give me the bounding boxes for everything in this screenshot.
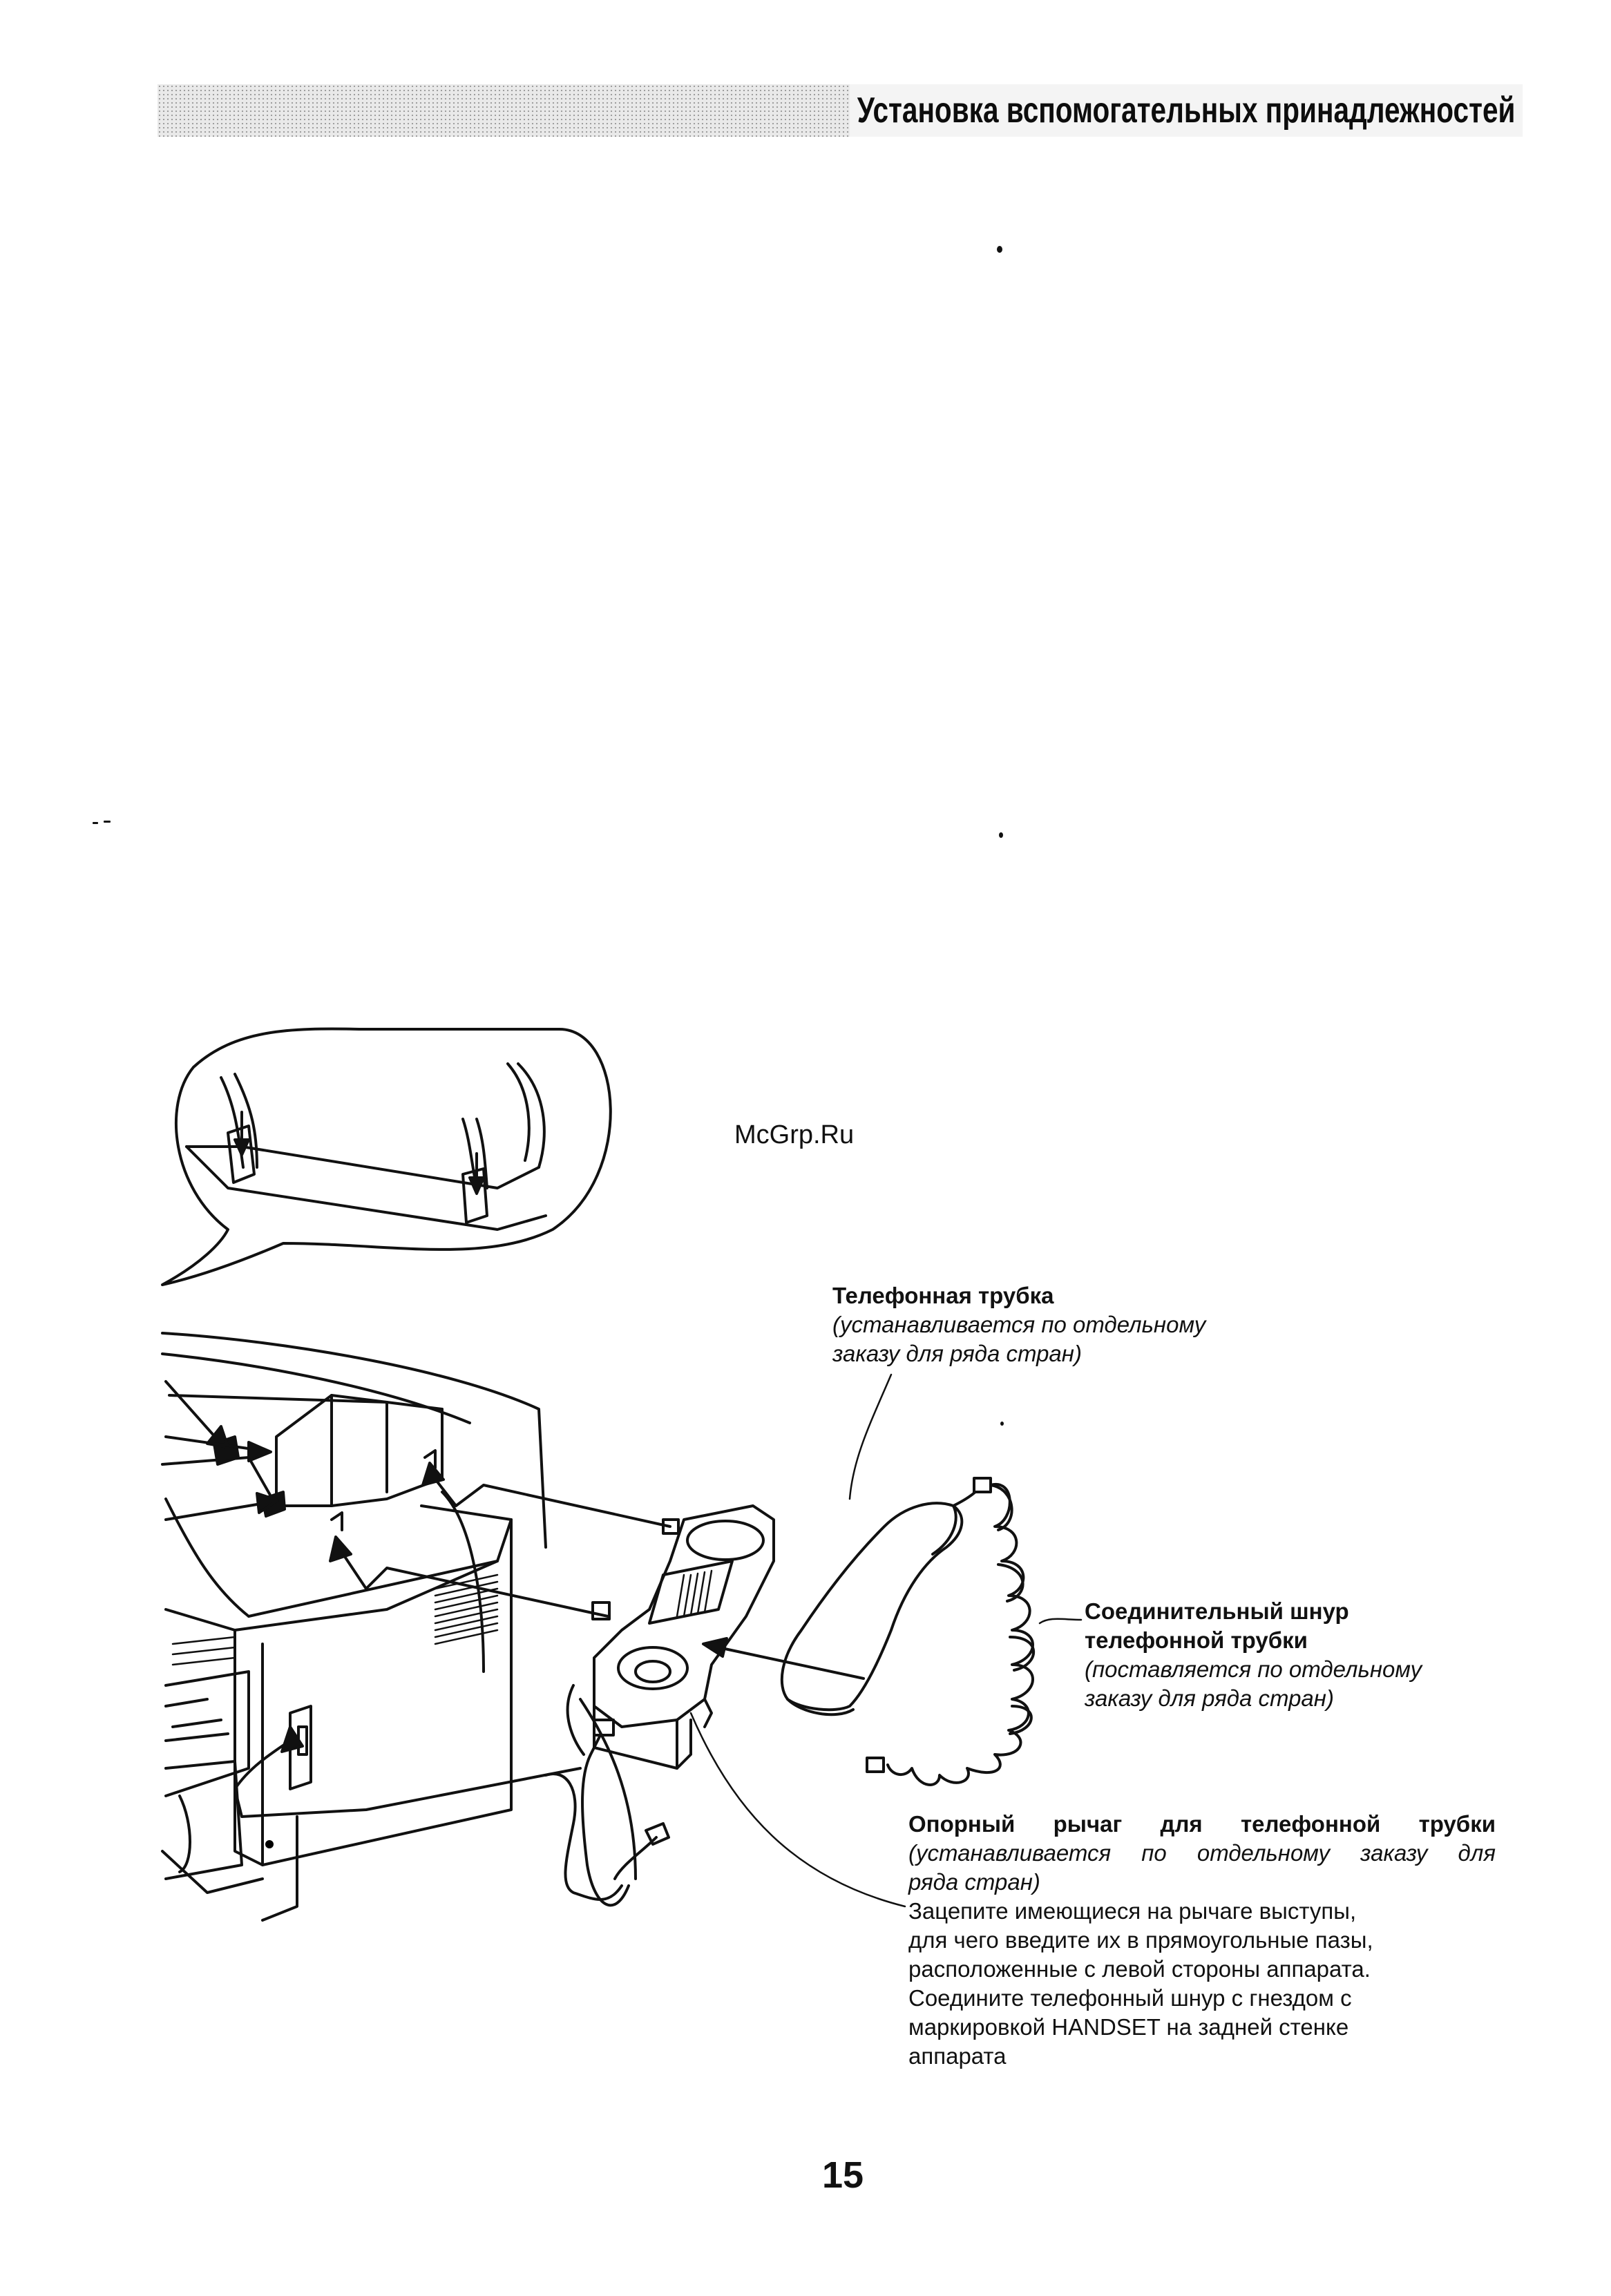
instruction-line: для чего введите их в прямоугольные пазы… [908, 1927, 1373, 1953]
handset-cord-label-note: заказу для ряда стран) [1085, 1685, 1334, 1711]
scan-speck [104, 821, 111, 823]
header-band: Установка вспомогательных принадлежносте… [158, 84, 1523, 137]
handset-label-note: (устанавливается по отдельному [832, 1312, 1206, 1337]
handset-cord-label: Соединительный шнур телефонной трубки (п… [1085, 1597, 1568, 1713]
handset-label-note: заказу для ряда стран) [832, 1341, 1082, 1366]
handset-cord-label-title: Соединительный шнур [1085, 1598, 1349, 1624]
page-title: Установка вспомогательных принадлежносте… [849, 84, 1523, 137]
detail-callout-bubble [161, 1027, 612, 1286]
handset-rest-label-note: (устанавливается по отдельному заказу дл… [908, 1840, 1496, 1866]
scan-speck [93, 822, 98, 824]
rest-cable [544, 1684, 670, 1907]
handset-label-title: Телефонная трубка [832, 1283, 1054, 1308]
instruction-line: Соедините телефонный шнур с гнездом с [908, 1985, 1352, 2011]
installation-arrows [164, 1380, 865, 1818]
instruction-line: маркировкой HANDSET на задней стенке [908, 2014, 1349, 2040]
handset-rest-bracket [591, 1504, 775, 1770]
watermark: McGrp.Ru [734, 1120, 855, 1149]
instruction-line: расположенные с левой стороны аппарата. [908, 1956, 1371, 1982]
scan-speck [999, 832, 1003, 838]
scan-speck [997, 246, 1002, 253]
handset-cord-label-title: телефонной трубки [1085, 1627, 1308, 1653]
handset-rest-label: Опорный рычаг для телефонной трубки (уст… [908, 1810, 1496, 2071]
handset [780, 1502, 964, 1716]
scan-speck [1000, 1422, 1004, 1426]
handset-rest-label-note: ряда стран) [908, 1869, 1040, 1895]
handset-rest-label-title: Опорный рычаг для телефонной трубки [908, 1811, 1496, 1837]
page-number: 15 [822, 2154, 864, 2196]
handset-label: Телефонная трубка (устанавливается по от… [832, 1281, 1316, 1368]
instruction-line: аппарата [908, 2043, 1007, 2069]
coiled-handset-cord [866, 1477, 1036, 1786]
instruction-line: Зацепите имеющиеся на рычаге выступы, [908, 1898, 1357, 1924]
handset-cord-label-note: (поставляется по отдельному [1085, 1656, 1422, 1682]
fax-machine-body [161, 1332, 547, 1922]
leader-lines [689, 1373, 1083, 1908]
